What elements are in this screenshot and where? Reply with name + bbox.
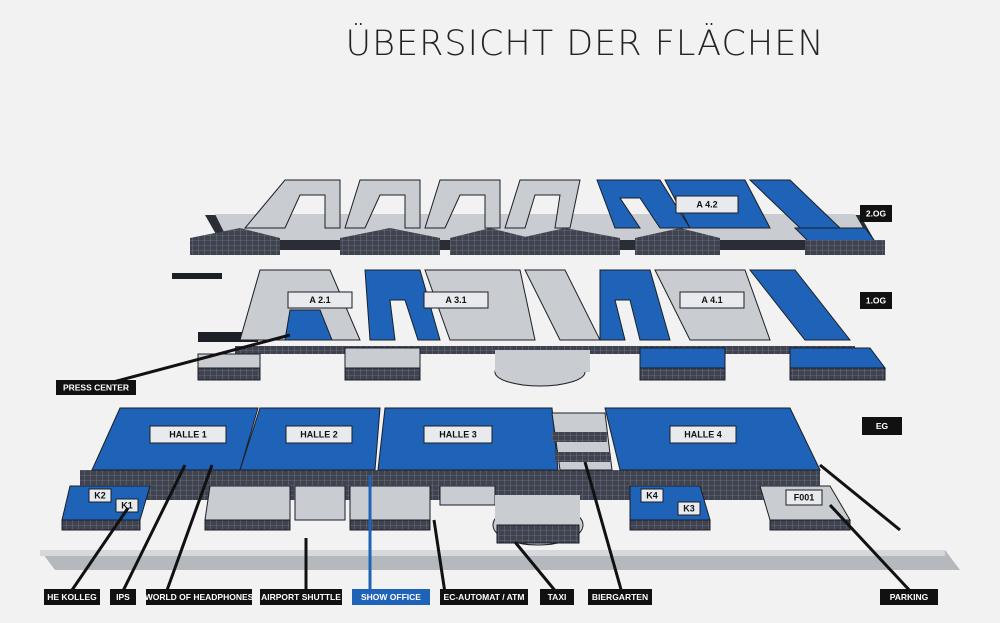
callout-press-center[interactable] <box>56 380 136 395</box>
level-1og: 1.OG A 2.1 A 3.1 A 4.1 <box>172 269 892 387</box>
callout-show-office[interactable] <box>352 589 430 605</box>
page-title: ÜBERSICHT DER FLÄCHEN <box>345 24 825 64</box>
hall-4-box <box>669 425 737 444</box>
level-tag-eg <box>862 417 902 435</box>
level-tag-1og <box>860 292 892 309</box>
room-k4-box <box>640 488 664 503</box>
callout-parking-text: PARKING <box>890 592 929 602</box>
hall-a21-label: A 2.1 <box>309 295 330 305</box>
callout-taxi-text: TAXI <box>548 592 567 602</box>
callout-biergarten[interactable] <box>588 589 652 605</box>
room-f001-box <box>785 489 823 506</box>
room-k2-label: K2 <box>94 491 106 501</box>
callout-world-of-headphones-text: WORLD OF HEADPHONES <box>145 592 254 602</box>
room-k3-label: K3 <box>683 504 695 514</box>
level-label-2og: 2.OG <box>866 209 887 219</box>
room-k3-box <box>677 501 701 516</box>
callout-taxi[interactable] <box>540 589 574 605</box>
hall-2-box <box>285 425 353 444</box>
callout-he-kolleg-text: HE KOLLEG <box>47 592 97 602</box>
hall-a42-label: A 4.2 <box>696 200 717 210</box>
room-k2-box <box>88 488 112 503</box>
hall-4-label: HALLE 4 <box>684 430 722 440</box>
callout-press-center-text: PRESS CENTER <box>63 383 129 393</box>
hall-a31-label: A 3.1 <box>445 295 466 305</box>
callout-ips-text: IPS <box>116 592 130 602</box>
callout-he-kolleg[interactable] <box>44 589 100 605</box>
level-label-eg: EG <box>876 421 889 431</box>
callout-airport-shuttle-text: AIRPORT SHUTTLE <box>261 592 341 602</box>
callout-world-of-headphones[interactable] <box>146 589 252 605</box>
hall-a41-label: A 4.1 <box>701 295 722 305</box>
hall-a21-box <box>287 291 353 309</box>
callout-ips[interactable] <box>110 589 136 605</box>
hall-a41-box <box>679 291 745 309</box>
hall-1-box <box>149 425 227 444</box>
callout-show-office-text: SHOW OFFICE <box>361 592 421 602</box>
hall-3-label: HALLE 3 <box>439 430 477 440</box>
room-f001-label: F001 <box>794 493 815 503</box>
level-2og: 2.OG A 4.2 <box>190 179 892 255</box>
callout-ec-automat[interactable] <box>440 589 528 605</box>
hall-a31-box <box>423 291 489 309</box>
callout-airport-shuttle[interactable] <box>260 589 342 605</box>
room-k1-label: K1 <box>121 501 133 511</box>
hall-a42-box <box>675 195 739 214</box>
callout-lines <box>68 333 914 595</box>
hall-3-box <box>423 425 493 444</box>
callout-labels: PRESS CENTER HE KOLLEG IPS WORLD OF HEAD… <box>44 380 938 605</box>
hall-1-label: HALLE 1 <box>169 430 207 440</box>
level-tag-2og <box>860 205 892 222</box>
level-eg: EG HALLE 1 HALLE 2 HALLE 3 HALLE 4 K2 K1… <box>40 407 960 570</box>
level-label-1og: 1.OG <box>866 296 887 306</box>
callout-parking[interactable] <box>880 589 938 605</box>
callout-biergarten-text: BIERGARTEN <box>592 592 648 602</box>
room-k4-label: K4 <box>646 491 658 501</box>
hall-2-label: HALLE 2 <box>300 430 338 440</box>
callout-ec-automat-text: EC-AUTOMAT / ATM <box>444 592 525 602</box>
